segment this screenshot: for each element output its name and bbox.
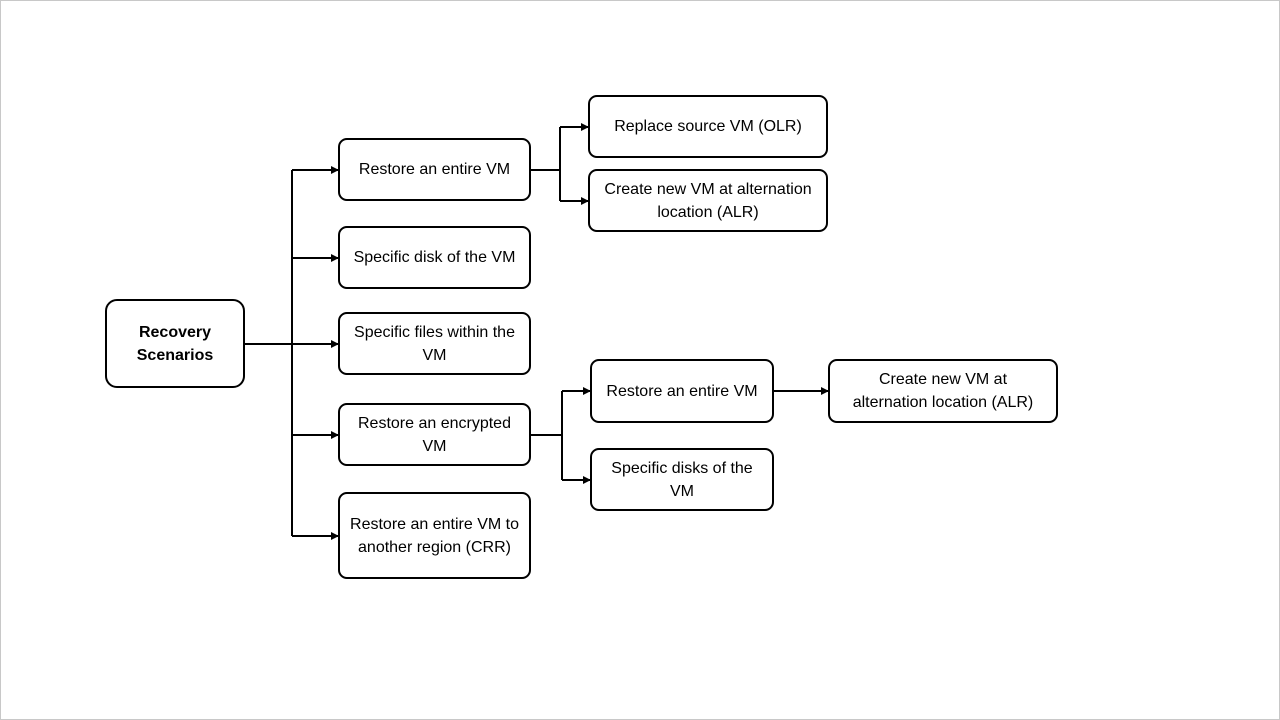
node-specific-files-label: Specific files within the VM <box>354 323 515 364</box>
node-replace-source-vm-label: Replace source VM (OLR) <box>614 118 802 135</box>
node-create-new-vm-alr: Create new VM at alternation location (A… <box>588 169 828 232</box>
node-encrypted-specific-disks: Specific disks of the VM <box>590 448 774 511</box>
node-restore-encrypted-vm-label: Restore an encrypted VM <box>358 414 511 455</box>
node-recovery-scenarios-label: Recovery Scenarios <box>136 323 214 364</box>
node-restore-encrypted-vm: Restore an encrypted VM <box>338 403 531 466</box>
node-encrypted-specific-disks-label: Specific disks of the VM <box>611 459 753 500</box>
node-encrypted-create-new-vm-alr: Create new VM at alternation location (A… <box>828 359 1058 423</box>
node-restore-crr: Restore an entire VM to another region (… <box>338 492 531 579</box>
node-encrypted-restore-entire-vm-label: Restore an entire VM <box>606 382 758 400</box>
node-recovery-scenarios: Recovery Scenarios <box>105 299 245 388</box>
node-encrypted-restore-entire-vm: Restore an entire VM <box>590 359 774 423</box>
node-replace-source-vm: Replace source VM (OLR) <box>588 95 828 158</box>
node-create-new-vm-alr-label: Create new VM at alternation location (A… <box>604 180 812 221</box>
node-specific-disk: Specific disk of the VM <box>338 226 531 289</box>
node-restore-entire-vm-label: Restore an entire VM <box>358 161 511 178</box>
node-specific-files: Specific files within the VM <box>338 312 531 375</box>
node-encrypted-create-new-vm-alr-label: Create new VM at alternation location (A… <box>852 371 1034 411</box>
node-restore-entire-vm: Restore an entire VM <box>338 138 531 201</box>
node-restore-crr-label: Restore an entire VM to another region (… <box>350 515 519 556</box>
node-specific-disk-label: Specific disk of the VM <box>353 249 516 266</box>
